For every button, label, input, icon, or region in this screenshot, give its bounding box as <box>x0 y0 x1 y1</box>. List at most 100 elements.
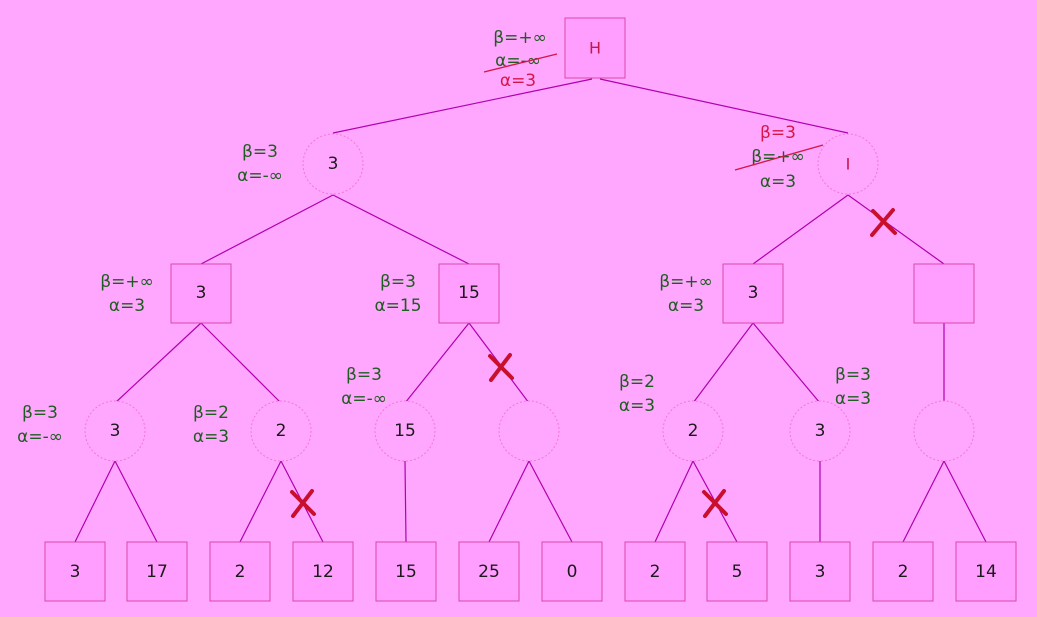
bounds-l2-c-alpha: α=3 <box>668 296 704 316</box>
bounds-l3-e: β=2 α=3 <box>619 372 655 416</box>
node-l1-left-value: 3 <box>328 154 339 174</box>
leaf-5-value: 25 <box>478 562 500 582</box>
leaf-2-value: 2 <box>235 562 246 582</box>
bounds-H-alpha-strike <box>483 53 558 73</box>
node-l2-b: 15 <box>438 263 500 324</box>
leaf-1: 17 <box>126 541 188 602</box>
leaf-8-value: 5 <box>732 562 743 582</box>
bounds-I-alpha: α=3 <box>760 172 796 192</box>
bounds-l2-a-alpha: α=3 <box>109 296 145 316</box>
leaf-9-value: 3 <box>815 562 826 582</box>
tree-edges <box>74 78 987 543</box>
leaf-7: 2 <box>624 541 686 602</box>
node-l3-d <box>498 400 560 462</box>
leaf-3-value: 12 <box>312 562 334 582</box>
bounds-l3-e-beta: β=2 <box>619 372 655 392</box>
leaf-1-value: 17 <box>146 562 168 582</box>
bounds-I: β=3 β=+∞ α=3 <box>734 123 824 192</box>
node-l3-f: 3 <box>789 400 851 462</box>
edge-l2a-l3b <box>200 322 282 404</box>
leaf-2: 2 <box>209 541 271 602</box>
node-l3-a-value: 3 <box>110 421 121 441</box>
bounds-l3-f: β=3 α=3 <box>835 365 871 409</box>
bounds-l2-b: β=3 α=15 <box>374 272 421 316</box>
node-l3-b-value: 2 <box>276 421 287 441</box>
edge-H-l1left <box>332 78 593 134</box>
node-l2-c: 3 <box>722 263 784 324</box>
leaf-9: 3 <box>789 541 851 602</box>
bounds-l2-b-beta: β=3 <box>380 272 416 292</box>
bounds-l1-left-beta: β=3 <box>242 142 278 162</box>
bounds-l3-b-alpha: α=3 <box>193 427 229 447</box>
node-l3-g <box>913 400 975 462</box>
bounds-l2-c-beta: β=+∞ <box>659 272 713 292</box>
node-l2-d <box>913 263 975 324</box>
leaf-0-value: 3 <box>70 562 81 582</box>
edge-l2c-l3f <box>752 322 821 404</box>
leaf-8: 5 <box>706 541 768 602</box>
node-I-label: I <box>846 155 851 174</box>
bounds-l3-b: β=2 α=3 <box>193 403 229 447</box>
edge-l1left-l2b <box>332 194 470 265</box>
bounds-H-beta: β=+∞ <box>493 28 547 48</box>
leaf-6: 0 <box>541 541 603 602</box>
edge-I-l2c <box>752 194 849 265</box>
node-l3-e: 2 <box>662 400 724 462</box>
bounds-H-alpha-new: α=3 <box>500 71 536 91</box>
edge-l2c-l3e <box>692 322 754 404</box>
bounds-l3-b-beta: β=2 <box>193 403 229 423</box>
bounds-l3-c: β=3 α=-∞ <box>341 365 387 409</box>
edge-l3g-leaf11 <box>943 460 987 543</box>
node-l3-c: 15 <box>374 400 436 462</box>
prune-mark-l3b-right <box>290 489 316 518</box>
node-H-label: H <box>589 39 601 58</box>
node-l2-a: 3 <box>170 263 232 324</box>
node-l1-left: 3 <box>302 133 364 195</box>
bounds-l2-a: β=+∞ α=3 <box>100 272 154 316</box>
prune-mark-l2b-right <box>488 353 514 382</box>
bounds-I-beta-strike <box>734 144 824 171</box>
bounds-l3-a-beta: β=3 <box>22 403 58 423</box>
edge-l3a-leaf0 <box>74 460 116 543</box>
edge-l3a-leaf1 <box>114 460 158 543</box>
edge-l2b-l3c <box>404 322 470 404</box>
bounds-l1-left: β=3 α=-∞ <box>237 142 283 186</box>
bounds-l3-f-beta: β=3 <box>835 365 871 385</box>
edge-l3e-leaf7 <box>654 460 694 543</box>
leaf-4-value: 15 <box>395 562 417 582</box>
edge-l3d-leaf6 <box>528 460 573 543</box>
node-l3-e-value: 2 <box>688 421 699 441</box>
edge-l3c-leaf4 <box>404 460 407 543</box>
leaf-4: 15 <box>375 541 437 602</box>
node-l2-a-value: 3 <box>196 283 207 303</box>
bounds-H: β=+∞ α=-∞ α=3 <box>483 28 558 91</box>
leaf-10-value: 2 <box>898 562 909 582</box>
bounds-l2-b-alpha: α=15 <box>374 296 421 316</box>
node-I: I <box>817 133 879 195</box>
leaf-11-value: 14 <box>975 562 997 582</box>
node-l2-c-value: 3 <box>748 283 759 303</box>
edge-l2a-l3a <box>114 322 202 404</box>
prune-mark-l3e-right <box>702 489 728 518</box>
bounds-l3-e-alpha: α=3 <box>619 396 655 416</box>
edge-l3g-leaf10 <box>902 460 945 543</box>
bounds-l3-c-alpha: α=-∞ <box>341 389 387 409</box>
bounds-l2-a-beta: β=+∞ <box>100 272 154 292</box>
leaf-7-value: 2 <box>650 562 661 582</box>
leaf-row: 3 17 2 12 15 25 0 2 5 3 2 14 <box>44 541 1017 602</box>
edge-l3b-leaf2 <box>239 460 282 543</box>
bounds-l3-c-beta: β=3 <box>346 365 382 385</box>
edge-H-I <box>599 78 849 134</box>
node-l3-b: 2 <box>250 400 312 462</box>
prune-mark-I-right <box>870 208 897 237</box>
bounds-l3-f-alpha: α=3 <box>835 389 871 409</box>
bounds-I-beta-new: β=3 <box>760 123 796 143</box>
edge-l3d-leaf5 <box>488 460 530 543</box>
leaf-3: 12 <box>292 541 354 602</box>
edge-I-l2d <box>847 194 945 265</box>
node-l2-b-value: 15 <box>458 283 480 303</box>
bounds-I-beta-old: β=+∞ <box>751 147 805 167</box>
leaf-11: 14 <box>955 541 1017 602</box>
leaf-5: 25 <box>458 541 520 602</box>
